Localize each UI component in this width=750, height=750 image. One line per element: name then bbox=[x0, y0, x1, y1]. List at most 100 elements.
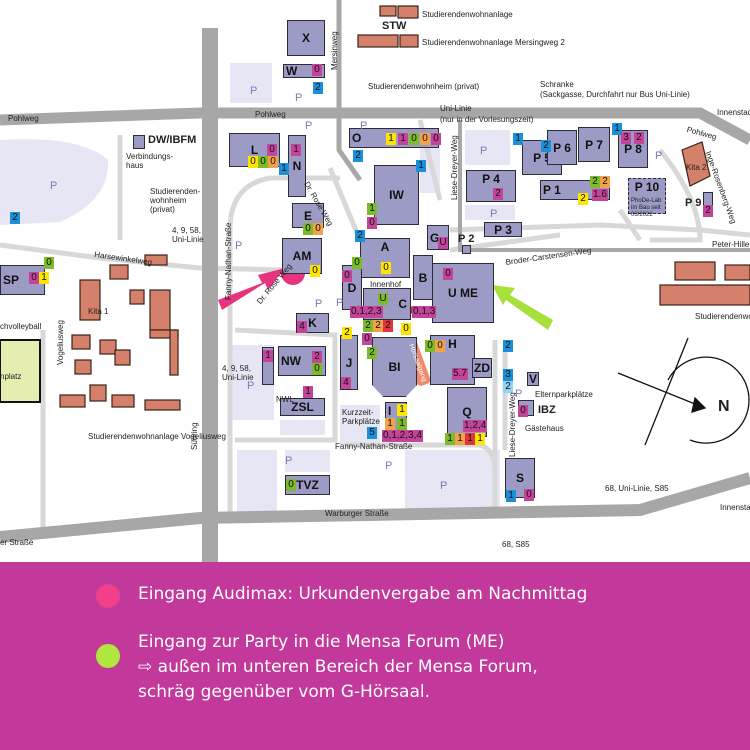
street-label: Vogeliusweg bbox=[56, 320, 65, 365]
place-label: Studierendenwohnanlage Vogeliusweg bbox=[88, 432, 226, 441]
floor-badge: 0 bbox=[362, 333, 372, 345]
building-am[interactable]: AM bbox=[282, 238, 322, 274]
parking-label: P bbox=[250, 85, 258, 97]
floor-badge: 5.7 bbox=[452, 368, 468, 380]
place-label: (nur in der Vorlesungszeit) bbox=[440, 115, 534, 124]
floor-badge: 0 bbox=[367, 217, 377, 229]
building-me[interactable]: U ME bbox=[432, 263, 494, 323]
legend-panel: Eingang Audimax: Urkundenvergabe am Nach… bbox=[0, 562, 750, 750]
residential-blocks bbox=[59, 5, 750, 411]
street-label: Pohlweg bbox=[255, 110, 286, 119]
parking-areas bbox=[0, 63, 515, 520]
floor-badge: 1.6 bbox=[592, 189, 608, 201]
place-label: IBZ bbox=[538, 404, 556, 416]
place-label: Kita 1 bbox=[88, 307, 109, 316]
floor-badge: 1 bbox=[263, 350, 273, 362]
place-label: chvolleyball bbox=[0, 322, 42, 331]
place-label: Kita 2 bbox=[686, 163, 707, 172]
building-v[interactable]: V bbox=[527, 372, 539, 386]
floor-badge: 2 bbox=[353, 150, 363, 162]
floor-badge: 0 bbox=[267, 144, 277, 156]
floor-badge: 1 bbox=[386, 133, 396, 145]
parking-label: P bbox=[440, 480, 448, 492]
floor-badge: 1 bbox=[39, 272, 49, 284]
street-label: Mersinweg bbox=[330, 31, 339, 70]
street-label: Liese-Dreyer-Weg bbox=[508, 392, 517, 457]
floor-badge: 0 bbox=[248, 156, 258, 168]
building-b[interactable]: B bbox=[413, 255, 433, 300]
parking-label: P bbox=[285, 455, 293, 467]
place-label: Elternparkplätze bbox=[535, 390, 593, 399]
place-label: 4, 9, 58, Uni-Linie bbox=[172, 226, 204, 244]
parking-label: P bbox=[480, 145, 488, 157]
floor-badge: 2 bbox=[373, 320, 383, 332]
place-label: NWL bbox=[276, 395, 294, 404]
floor-badge: 0 bbox=[268, 156, 278, 168]
place-label: 4, 9, 58, Uni-Linie bbox=[222, 364, 254, 382]
floor-badge: 0 bbox=[29, 272, 39, 284]
place-label: (Sackgasse, Durchfahrt nur Bus Uni-Linie… bbox=[540, 90, 690, 99]
floor-badge: 1 bbox=[397, 404, 407, 416]
place-label: Kurzzeit-Parkplätze bbox=[342, 408, 380, 426]
place-label: P 2 bbox=[458, 233, 475, 245]
floor-badge: 2 bbox=[600, 176, 610, 188]
parking-label: P bbox=[235, 240, 243, 252]
floor-badge: 1 bbox=[612, 123, 622, 135]
parking-label: P bbox=[385, 460, 393, 472]
place-label: P 9 bbox=[685, 197, 702, 209]
place-label: N bbox=[718, 398, 730, 415]
place-label: Studierendenwohnheim (privat) bbox=[368, 82, 480, 91]
place-label: 68, S85 bbox=[502, 540, 530, 549]
building-iw[interactable]: IW bbox=[374, 165, 419, 225]
green-dot-icon bbox=[96, 644, 120, 668]
building-x[interactable]: X bbox=[287, 20, 325, 56]
building-p6[interactable]: P 6 bbox=[547, 130, 577, 165]
parking-label: P bbox=[247, 380, 255, 392]
street-label: Fanny-Nathan-Straße bbox=[224, 222, 233, 300]
floor-badge: 0 bbox=[286, 479, 296, 491]
floor-badge: 1 bbox=[398, 133, 408, 145]
floor-badge: 0 bbox=[420, 133, 430, 145]
floor-badge: 0 bbox=[431, 133, 441, 145]
floor-badge: 0,1,2,3,4 bbox=[382, 430, 423, 442]
floor-badge: 2 bbox=[703, 205, 713, 217]
place-label: nplatz bbox=[0, 372, 22, 381]
floor-badge: 2 bbox=[10, 212, 20, 224]
place-label: 68, Uni-Linie, S85 bbox=[605, 484, 669, 493]
floor-badge: 1 bbox=[397, 418, 407, 430]
legend-item-party-2: ⇨ außen im unteren Bereich der Mensa For… bbox=[138, 657, 538, 677]
floor-badge: 3 bbox=[621, 132, 631, 144]
pink-dot-icon bbox=[96, 584, 120, 608]
floor-badge: 3 bbox=[503, 369, 513, 381]
building-bi[interactable]: BI bbox=[372, 337, 417, 397]
place-label: PhoDe-Lab im Bau seit 03/2022 bbox=[631, 198, 662, 218]
building-p3[interactable]: P 3 bbox=[484, 222, 522, 237]
building-p4[interactable]: P 4 bbox=[466, 170, 516, 202]
floor-badge: 2 bbox=[342, 327, 352, 339]
parking-label: P bbox=[295, 92, 303, 104]
place-label: Uni-Linie bbox=[440, 104, 472, 113]
building-tvz[interactable]: TVZ bbox=[285, 475, 330, 495]
street-label: Südring bbox=[190, 422, 199, 450]
building-zsl[interactable]: ZSL bbox=[280, 398, 325, 416]
street-label: Peter-Hille-Weg bbox=[712, 240, 750, 249]
floor-badge: 2 bbox=[590, 176, 600, 188]
parking-label: P bbox=[50, 180, 58, 192]
building-dw[interactable] bbox=[133, 135, 145, 149]
building-p2[interactable] bbox=[462, 245, 471, 254]
floor-badge: 2 bbox=[383, 320, 393, 332]
floor-badge: 0 bbox=[312, 363, 322, 375]
floor-badge: 2 bbox=[634, 132, 644, 144]
floor-badge: 2 bbox=[355, 230, 365, 242]
building-p10[interactable]: P 10 bbox=[628, 178, 666, 214]
floor-badge: 1 bbox=[455, 433, 465, 445]
map-base bbox=[0, 0, 750, 562]
floor-badge: 0 bbox=[352, 257, 362, 269]
floor-badge: 1 bbox=[506, 490, 516, 502]
place-label: Studierenden-wohnheim (privat) bbox=[150, 187, 201, 214]
floor-badge: 1 bbox=[291, 144, 301, 156]
place-label: Studierendenwohnanlage Peter-Hille-Weg bbox=[695, 312, 750, 321]
building-zd[interactable]: ZD bbox=[472, 358, 492, 378]
building-p7[interactable]: P 7 bbox=[578, 127, 610, 162]
